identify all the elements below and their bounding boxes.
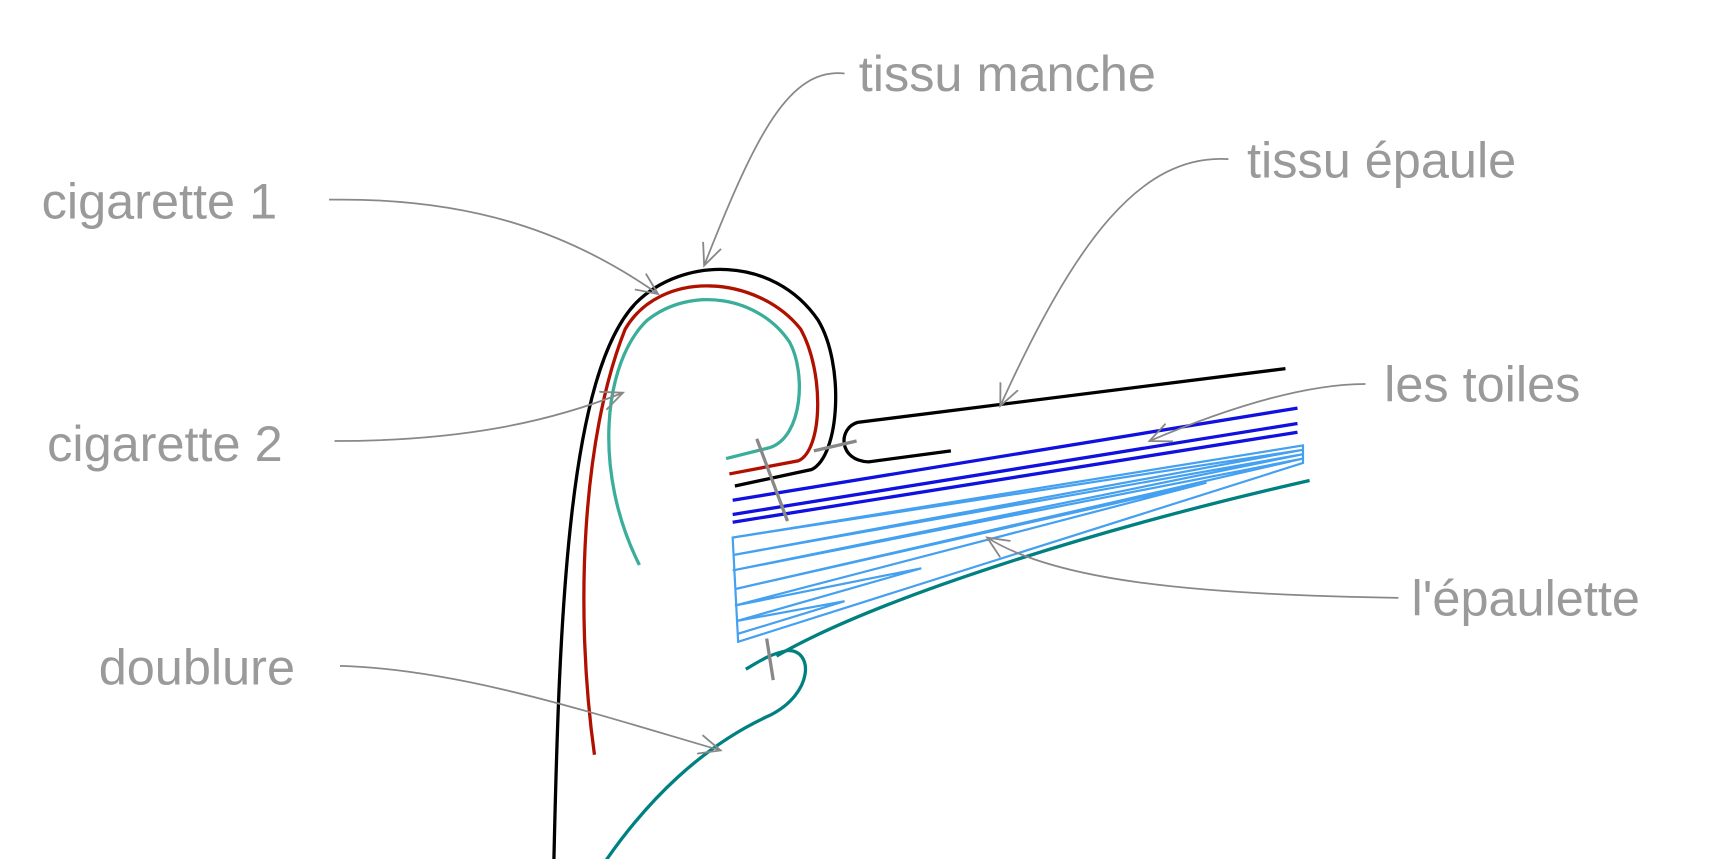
cigarette-1-arrow [329, 198, 658, 294]
doublure-line [604, 648, 808, 859]
tissu-epaule-line [842, 366, 1286, 464]
label-epaulette: l'épaulette [1412, 569, 1640, 626]
label-tissu-manche: tissu manche [859, 45, 1156, 102]
doublure-arrow [339, 665, 721, 750]
tissu-manche-arrow [704, 72, 845, 265]
seam-marks [755, 438, 857, 681]
epaulette-shape [731, 444, 1305, 644]
doublure-shoulder-line [775, 478, 1310, 658]
toiles-lines [732, 406, 1298, 524]
cigarette-2-arrow [334, 393, 623, 442]
tissu-manche-line [552, 267, 838, 859]
label-cigarette-1: cigarette 1 [42, 172, 277, 229]
cigarette-2-line [607, 298, 801, 566]
label-les-toiles: les toiles [1384, 356, 1580, 413]
label-tissu-epaule: tissu épaule [1247, 132, 1516, 189]
cigarette-1-line [582, 284, 820, 756]
label-doublure: doublure [99, 639, 295, 696]
epaulette-arrow [987, 538, 1399, 599]
tissu-epaule-arrow [1000, 158, 1229, 406]
les-toiles-arrow [1149, 383, 1366, 441]
label-cigarette-2: cigarette 2 [47, 415, 282, 472]
